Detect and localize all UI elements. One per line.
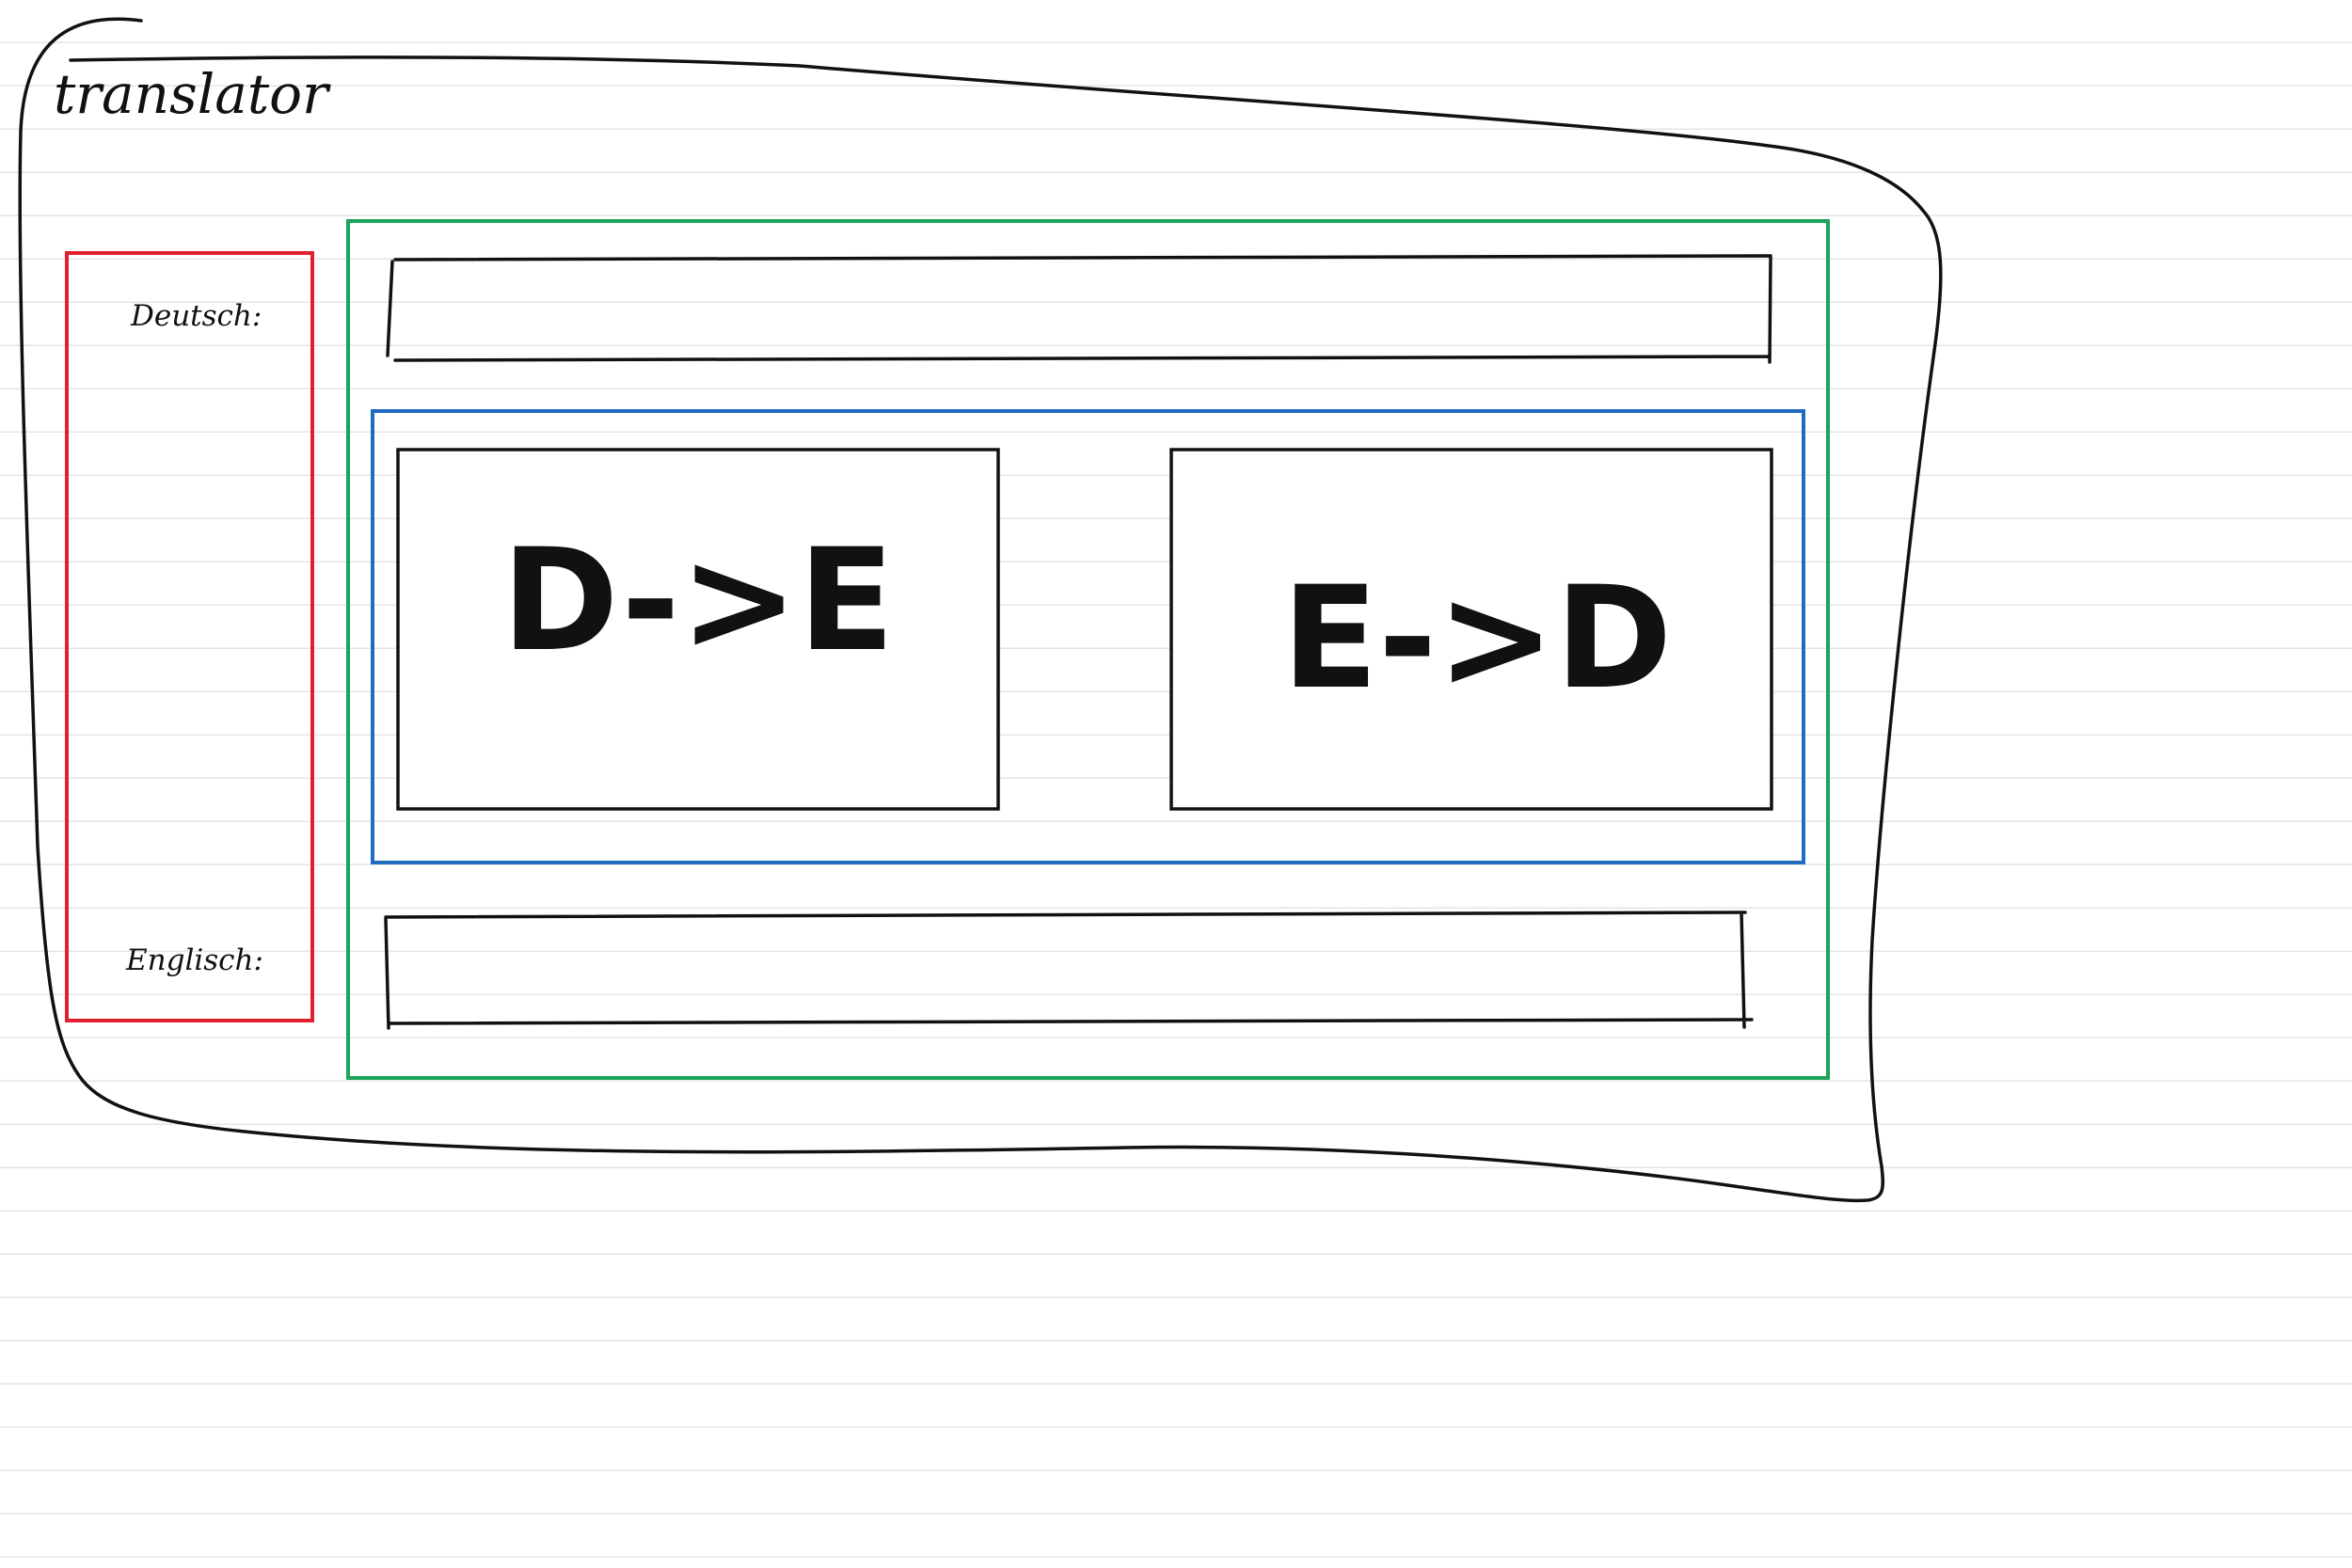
english-output-hitarea bbox=[388, 916, 1744, 1022]
english-output-field[interactable] bbox=[384, 911, 1754, 1030]
app-title: translator bbox=[54, 62, 331, 126]
english-label: Englisch: bbox=[125, 943, 263, 977]
en-to-de-button-box bbox=[1169, 448, 1773, 811]
translate-de-to-en-button[interactable]: D->E bbox=[396, 448, 1000, 811]
direction-button-panel bbox=[371, 409, 1805, 864]
de-to-en-button-label: D->E bbox=[501, 519, 895, 683]
german-input-outline bbox=[386, 254, 1772, 364]
english-output-outline bbox=[384, 911, 1754, 1030]
german-input-field[interactable] bbox=[386, 254, 1772, 364]
german-label: Deutsch: bbox=[130, 299, 262, 333]
translate-en-to-de-button[interactable]: E->D bbox=[1169, 448, 1773, 811]
de-to-en-button-box bbox=[396, 448, 1000, 811]
label-panel bbox=[65, 251, 314, 1022]
en-to-de-button-label: E->D bbox=[1282, 557, 1673, 721]
german-input-hitarea bbox=[389, 259, 1770, 359]
content-panel bbox=[346, 219, 1830, 1080]
app-window-frame bbox=[18, 17, 1943, 1203]
